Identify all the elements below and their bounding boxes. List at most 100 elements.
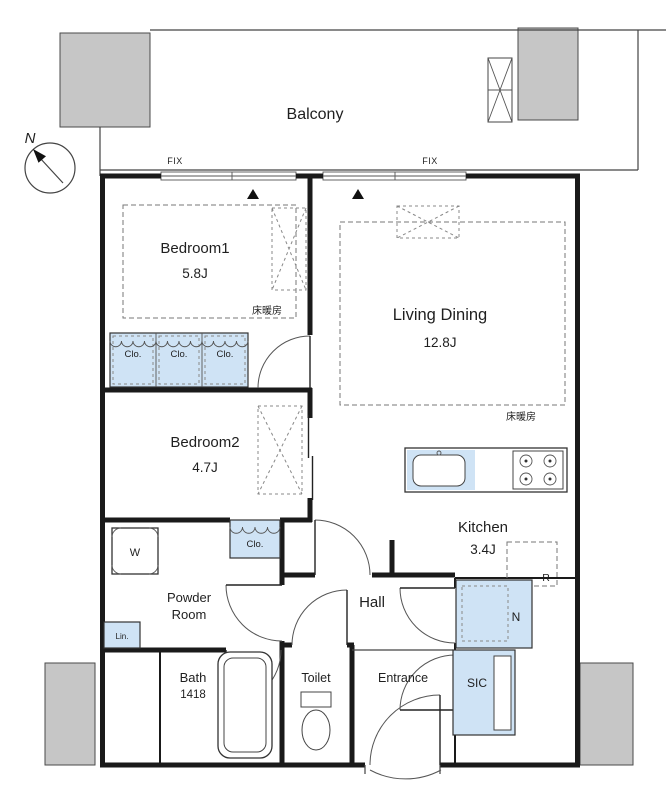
compass-needle	[39, 157, 64, 184]
closet-inner-1	[112, 335, 154, 385]
storage-n: N	[455, 579, 533, 649]
closet-inner-2	[158, 335, 200, 385]
hatch-cross	[487, 57, 513, 123]
balcony-outline	[99, 29, 666, 176]
closet-label: Clo.	[247, 539, 264, 550]
storage-inner	[461, 585, 509, 642]
compass-circle	[24, 142, 76, 194]
powder-room-label-line1: Powder	[167, 590, 212, 605]
faucet-icon	[436, 450, 442, 456]
washer-corner-arcs	[111, 527, 159, 575]
washer-label: W	[130, 547, 141, 559]
bathtub-icon	[217, 651, 273, 759]
living-dining-label: Living Dining	[393, 306, 487, 324]
floor-heating: 床暖房 床暖房	[122, 204, 566, 423]
walls-secondary	[159, 577, 580, 765]
entrance-step-line	[352, 649, 453, 774]
window-right-mullion	[323, 172, 466, 180]
floor-heating-area-living	[339, 221, 566, 406]
toilet-bowl	[301, 709, 331, 751]
living-dining-size-label: 12.8J	[423, 335, 456, 350]
window-left-mullion	[161, 172, 296, 180]
bedroom1-label: Bedroom1	[160, 240, 229, 257]
fix-window-label-left: FIX	[167, 156, 183, 166]
pillars	[44, 27, 634, 766]
burner-dot	[548, 459, 552, 463]
bath-size-label: 1418	[180, 689, 206, 701]
closet-label: Clo.	[171, 349, 188, 360]
fridge-label: R	[542, 572, 550, 584]
floor-heating-label-living: 床暖房	[506, 410, 536, 423]
sic-shelf	[493, 655, 512, 731]
kitchen-counter	[404, 447, 568, 493]
burner	[543, 454, 557, 468]
ac-unit-marker-bedroom1	[271, 207, 307, 291]
washer-pan	[111, 527, 159, 575]
kitchen-size-label: 3.4J	[470, 542, 496, 557]
entrance-label: Entrance	[378, 671, 428, 685]
compass-arrowhead	[33, 149, 46, 163]
sic-label: SIC	[467, 676, 487, 690]
washing-machine-icon: W	[111, 527, 159, 575]
fridge-dashed-box	[506, 541, 558, 587]
closet-label: Clo.	[125, 349, 142, 360]
bedroom2-size-label: 4.7J	[192, 460, 218, 475]
burner	[519, 472, 533, 486]
bedroom2-closet-box	[229, 519, 281, 559]
concrete-pillar-top-right	[517, 27, 579, 121]
burner-dot	[548, 477, 552, 481]
closet-inner-3	[204, 335, 246, 385]
closet-label: Clo.	[217, 349, 234, 360]
burner	[543, 472, 557, 486]
toilet-tank	[300, 691, 332, 708]
bath-label: Bath	[180, 670, 207, 685]
toilet-icon	[300, 691, 332, 751]
north-compass-icon: N	[24, 130, 76, 194]
closet-hanger-arcs	[109, 340, 249, 348]
sliding-door	[307, 415, 314, 500]
window-opening-marker-icon	[352, 189, 364, 199]
balcony-label: Balcony	[287, 106, 344, 123]
linen-cabinet: Lin.	[103, 621, 141, 649]
stove-box	[512, 450, 564, 490]
concrete-pillar-bottom-left	[44, 662, 96, 766]
ac-unit-cross-bedroom2	[257, 405, 303, 495]
floor-heating-label-bedroom1: 床暖房	[252, 304, 282, 317]
walls-main	[100, 173, 580, 768]
linen-box	[103, 621, 141, 649]
room-labels: Bedroom1 5.8J Living Dining 12.8J Bedroo…	[160, 240, 508, 701]
burner	[519, 454, 533, 468]
kitchen-label: Kitchen	[458, 519, 508, 536]
concrete-pillar-top-left	[59, 32, 151, 128]
linen-label: Lin.	[116, 632, 129, 641]
evacuation-hatch-icon	[487, 57, 513, 123]
kitchen-sink-icon	[412, 454, 466, 487]
hall-label: Hall	[359, 594, 385, 611]
toilet-label: Toilet	[301, 671, 331, 685]
ac-unit-cross-bedroom1	[271, 207, 307, 291]
storage-area	[455, 579, 533, 649]
sic: SIC	[452, 649, 516, 736]
bedroom1-size-label: 5.8J	[182, 266, 208, 281]
closet-row: Clo. Clo. Clo.	[109, 332, 249, 388]
balcony: Balcony	[99, 29, 666, 176]
stove-burners-icon	[519, 454, 557, 486]
fix-window-label-right: FIX	[422, 156, 438, 166]
floor-heating-area-bedroom1	[122, 204, 297, 319]
concrete-pillar-bottom-right	[579, 662, 634, 766]
ac-unit-markers	[257, 205, 460, 495]
bathtub-inner	[223, 657, 267, 753]
storage-label: N	[512, 610, 521, 624]
powder-room-label-line2: Room	[172, 607, 207, 622]
bedroom2-closet-hanger-arcs	[229, 526, 281, 534]
refrigerator-marker: R	[506, 541, 558, 587]
burner-dot	[524, 477, 528, 481]
bedroom2-closet: Clo.	[229, 519, 281, 559]
compass-north-label: N	[25, 130, 36, 147]
window-opening-marker-icon	[247, 189, 259, 199]
bedroom2-label: Bedroom2	[170, 434, 239, 451]
ac-unit-marker-living	[396, 205, 460, 239]
